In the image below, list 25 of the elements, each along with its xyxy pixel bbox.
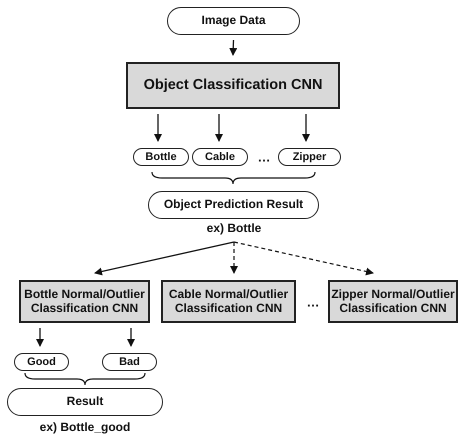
terminal-box: Good xyxy=(14,353,69,371)
terminal-box: Bad xyxy=(102,353,157,371)
arrow xyxy=(36,328,44,347)
terminal-box: Cable xyxy=(192,148,248,166)
arrow xyxy=(215,114,223,142)
arrow xyxy=(127,328,135,347)
process-box: Zipper Normal/Outlier Classification CNN xyxy=(328,280,458,323)
example-text: ex) Bottle_good xyxy=(40,420,130,434)
arrow xyxy=(229,40,238,56)
terminal-box: Object Prediction Result xyxy=(148,191,319,219)
arrow xyxy=(302,114,310,142)
terminal-box: Zipper xyxy=(278,148,341,166)
ellipsis-text: … xyxy=(306,294,320,310)
process-box: Cable Normal/Outlier Classification CNN xyxy=(161,280,296,323)
terminal-box: Result xyxy=(7,388,163,416)
example-text: ex) Bottle xyxy=(193,221,275,237)
arrow xyxy=(94,241,234,276)
process-box: Bottle Normal/Outlier Classification CNN xyxy=(19,280,150,323)
arrow xyxy=(234,241,374,276)
process-box: Object Classification CNN xyxy=(126,62,340,109)
terminal-box: Bottle xyxy=(133,148,189,166)
ellipsis-text: … xyxy=(258,150,270,164)
terminal-box: Image Data xyxy=(167,7,300,35)
arrow xyxy=(230,242,238,274)
arrow xyxy=(154,114,162,142)
